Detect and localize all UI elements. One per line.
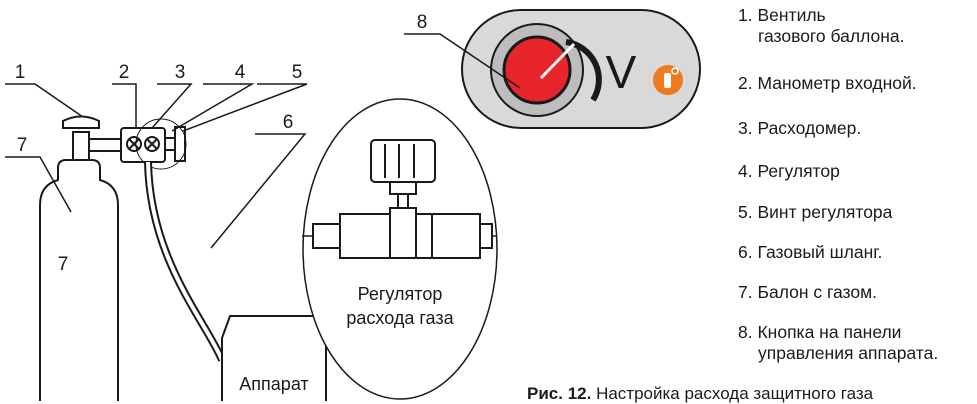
cylinder-valve-handle: [62, 115, 100, 129]
legend-text-6: Газовый шланг.: [757, 242, 883, 262]
welding-machine: Аппарат: [221, 315, 327, 401]
legend-text-7: Балон с газом.: [757, 282, 877, 302]
gas-cylinder: [39, 115, 122, 401]
callout-8: 8: [417, 12, 428, 33]
legend-num-5: 5.: [738, 202, 753, 222]
legend-num-2: 2.: [738, 73, 753, 93]
panel-letter: V: [606, 46, 637, 98]
legend-item-3: 3. Расходомер.: [738, 118, 861, 139]
legend-item-7: 7. Балон с газом.: [738, 282, 877, 303]
knob-indicator: [539, 42, 576, 80]
legend-text-5: Винт регулятора: [757, 202, 893, 222]
legend-item-4: 4. Регулятор: [738, 161, 840, 182]
legend-item-2: 2. Манометр входной.: [738, 73, 917, 94]
legend-text-3: Расходомер.: [757, 118, 862, 138]
legend-num-1: 1.: [738, 5, 753, 25]
legend-item-1: 1. Вентиль газового баллона.: [738, 5, 905, 47]
detail-highlight-circle: [135, 118, 187, 170]
inset-label-line1: Регулятор: [358, 284, 443, 304]
callout-3: 3: [175, 62, 186, 83]
legend-num-4: 4.: [738, 161, 753, 181]
regulator-detail-inset: Регулятор расхода газа: [302, 98, 498, 400]
figure-caption: Рис. 12. Настройка расхода защитного газ…: [527, 384, 873, 404]
cylinder-label: 7: [58, 254, 69, 275]
gas-hose: [144, 161, 226, 362]
caption-prefix: Рис. 12.: [527, 384, 592, 403]
inset-label-line2: расхода газа: [346, 308, 454, 328]
legend-item-5: 5. Винт регулятора: [738, 202, 892, 223]
legend-text-1a: Вентиль: [757, 5, 826, 25]
regulator-assembly: [120, 126, 186, 163]
legend-num-3: 3.: [738, 118, 753, 138]
panel-button-knob: [502, 35, 572, 105]
caption-text: Настройка расхода защитного газа: [596, 384, 874, 403]
legend-item-8: 8. Кнопка на панели управления аппарата.: [738, 322, 938, 364]
legend-num-6: 6.: [738, 242, 753, 262]
callout-1: 1: [15, 62, 26, 83]
legend-text-2: Манометр входной.: [757, 73, 917, 93]
legend-text-8a: Кнопка на панели: [757, 322, 902, 342]
dial-scale-arc: [565, 39, 602, 102]
callout-leaders: [5, 33, 521, 249]
callout-4: 4: [235, 62, 246, 83]
flowmeter: [144, 136, 160, 152]
legend-num-8: 8.: [738, 322, 753, 342]
input-manometer: [126, 136, 142, 152]
legend-text-8b: управления аппарата.: [758, 343, 939, 363]
legend-item-6: 6. Газовый шланг.: [738, 242, 882, 263]
callout-6: 6: [283, 112, 294, 133]
control-panel: V: [461, 9, 701, 129]
legend-num-7: 7.: [738, 282, 753, 302]
callout-7: 7: [17, 135, 28, 156]
callout-5: 5: [292, 62, 303, 83]
callout-2: 2: [119, 62, 130, 83]
machine-label: Аппарат: [239, 374, 308, 394]
legend-text-1b: газового баллона.: [758, 26, 905, 46]
legend-text-4: Регулятор: [757, 161, 840, 181]
